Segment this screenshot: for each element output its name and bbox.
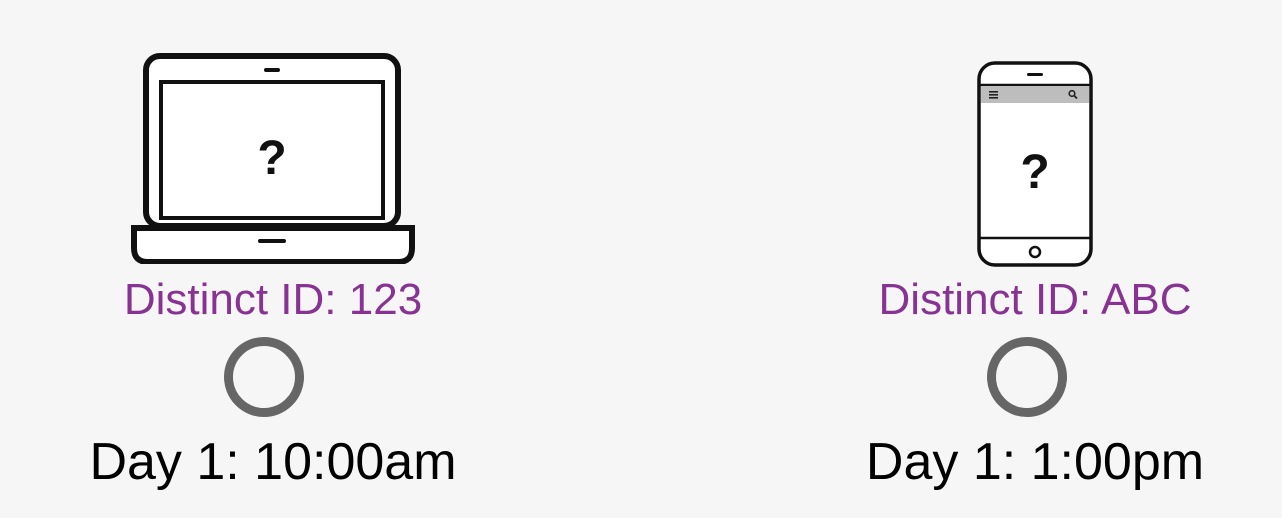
phone-screen-question-mark: ? <box>1020 146 1049 199</box>
smartphone-icon: ? <box>977 61 1093 267</box>
event-circle <box>224 337 304 417</box>
timestamp-label: Day 1: 10:00am <box>89 433 457 491</box>
search-icon <box>1068 89 1078 100</box>
laptop-icon: ? <box>131 53 415 264</box>
laptop-device-group: ? Distinct ID: 123 Day 1: 10:00am <box>63 0 483 518</box>
laptop-screen-question-mark: ? <box>257 132 286 185</box>
distinct-id-label: Distinct ID: 123 <box>123 275 423 324</box>
phone-device-group: ? Distinct ID: ABC Day 1: 1:00pm <box>825 0 1245 518</box>
timestamp-label: Day 1: 1:00pm <box>865 433 1205 491</box>
distinct-id-label: Distinct ID: ABC <box>878 275 1192 324</box>
event-circle <box>987 337 1067 417</box>
home-button-icon <box>1028 245 1042 259</box>
menu-icon <box>989 91 998 99</box>
